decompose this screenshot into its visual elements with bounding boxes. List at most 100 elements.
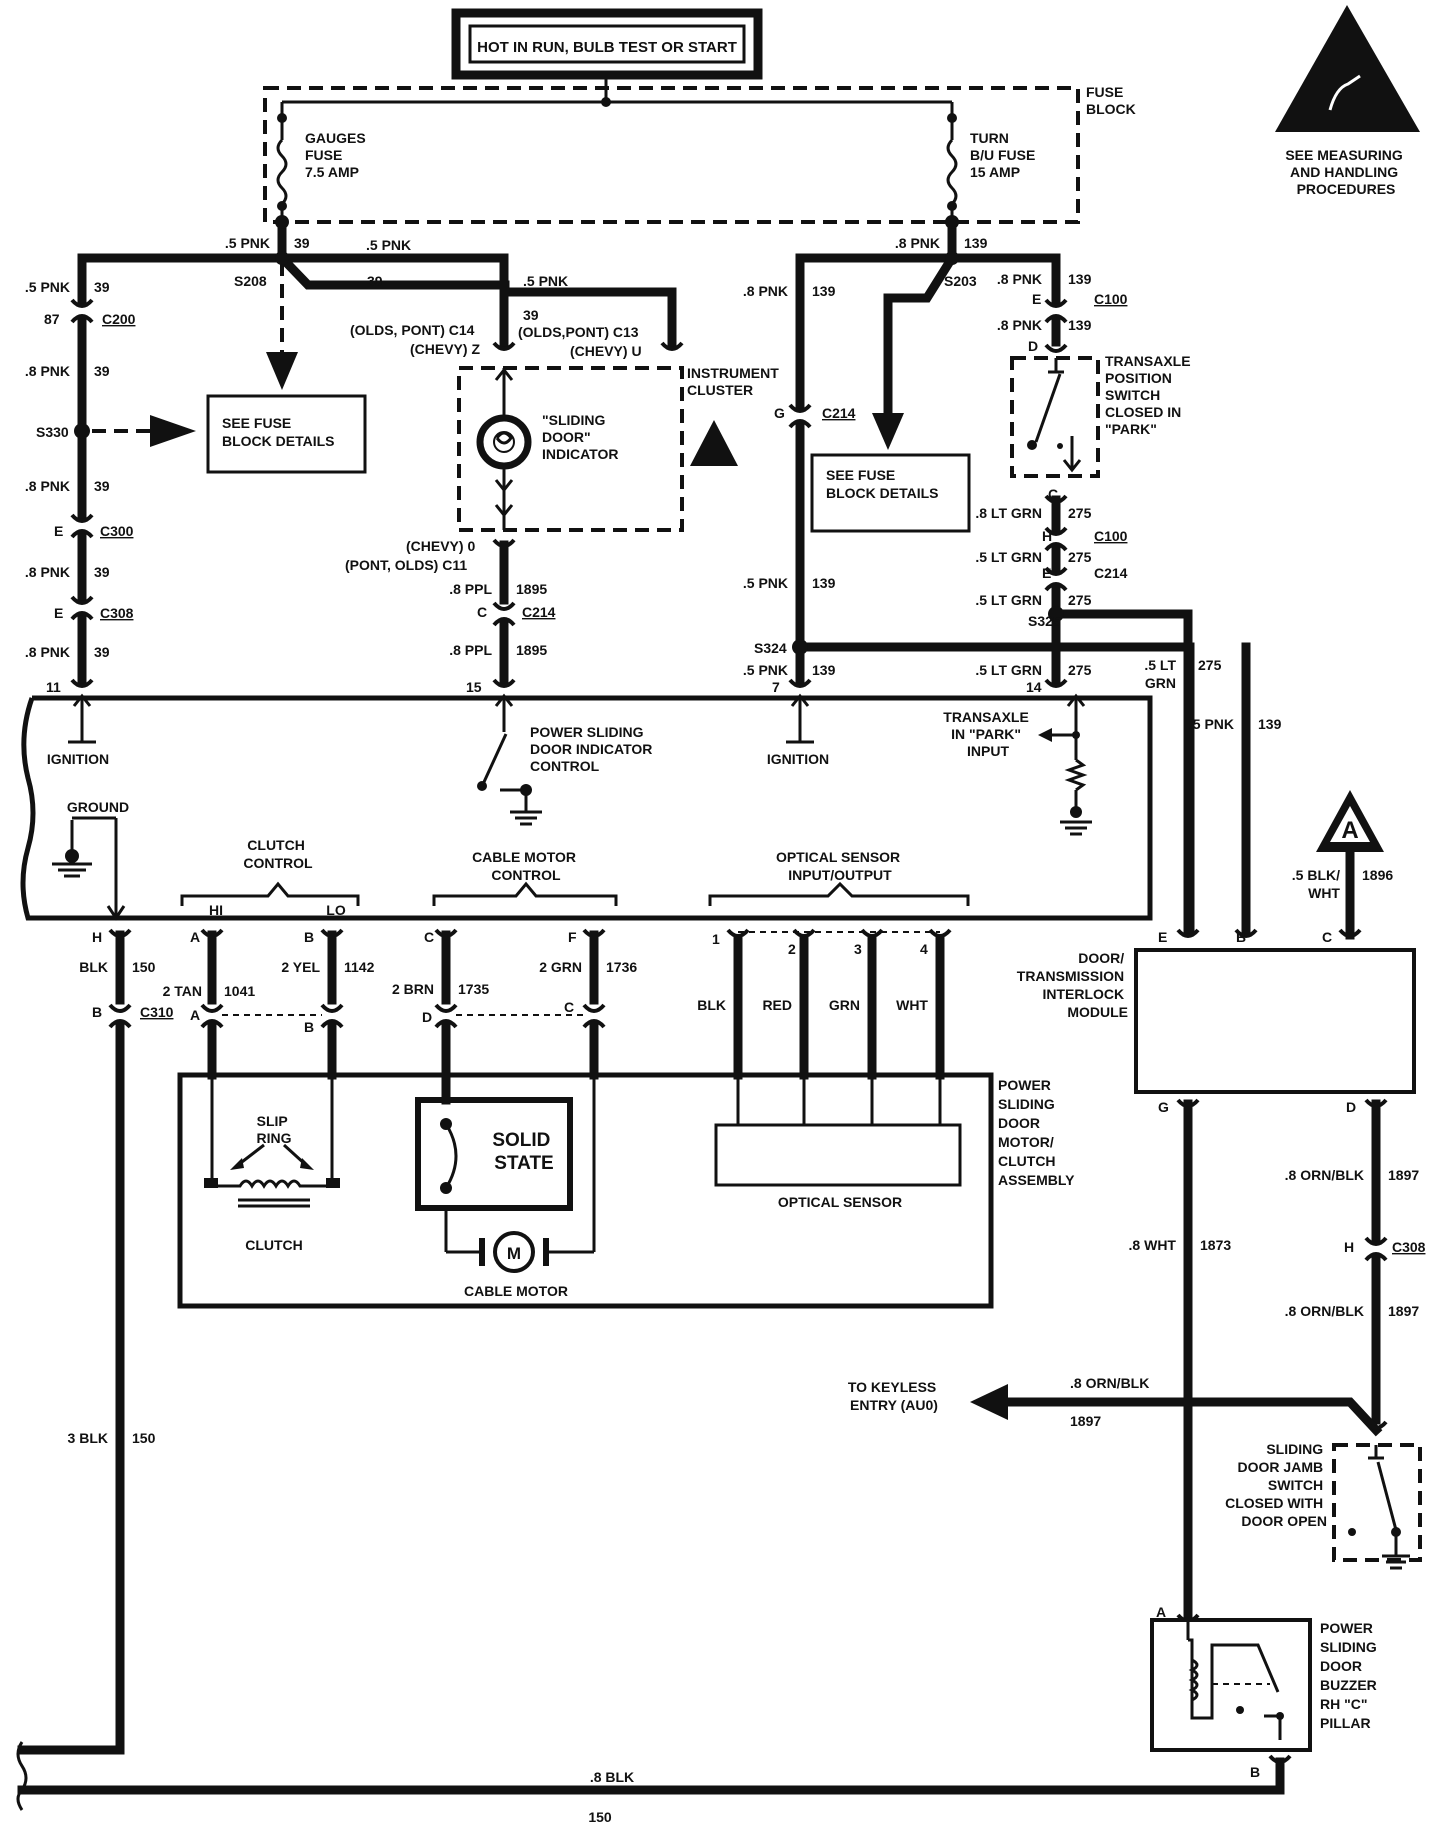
ignition-left-label: IGNITION xyxy=(47,751,109,767)
optical-pin-4: 4 xyxy=(920,941,928,957)
wire-number: 1735 xyxy=(458,981,489,997)
clutch-control-label: CLUTCH CONTROL xyxy=(243,837,313,871)
wire-number: 150 xyxy=(588,1809,612,1825)
wire-label: .8 ORN/BLK xyxy=(1285,1303,1364,1319)
solid-state-label: SOLID STATE xyxy=(492,1130,555,1174)
connector-c300-pin: E xyxy=(54,523,63,539)
module-pin-c: C xyxy=(1322,929,1332,945)
wire-label: .5 LT xyxy=(1144,657,1176,673)
door-buzzer: POWER SLIDING DOOR BUZZER RH "C" PILLAR xyxy=(17,1613,1381,1795)
wire-label: .5 PNK xyxy=(25,279,70,295)
wire-label: 2 BRN xyxy=(392,981,434,997)
optical-sensor-label: OPTICAL SENSOR xyxy=(778,1194,902,1210)
connector-c11: (PONT, OLDS) C11 xyxy=(345,557,467,573)
wire-label: .5 PNK xyxy=(366,237,411,253)
wire-label: .5 BLK/ xyxy=(1292,867,1340,883)
optical-pin-2: 2 xyxy=(788,941,796,957)
wire-number: 150 xyxy=(132,959,156,975)
psd-indicator-control-label: POWER SLIDING DOOR INDICATOR CONTROL xyxy=(530,724,656,774)
buzzer-label: POWER SLIDING DOOR BUZZER RH "C" PILLAR xyxy=(1320,1620,1381,1731)
wire-number: 275 xyxy=(1068,592,1092,608)
pin-c: C xyxy=(424,929,434,945)
splice-s203: S203 xyxy=(944,273,977,289)
wire-label: .5 LT GRN xyxy=(975,549,1042,565)
wire-number: 275 xyxy=(1198,657,1222,673)
pin-11 xyxy=(70,678,94,688)
connector-c100-a: C100 xyxy=(1094,291,1128,307)
connector-c308-right: C308 xyxy=(1392,1239,1426,1255)
interlock-module: DOOR/ TRANSMISSION INTERLOCK MODULE A TO… xyxy=(848,790,1416,1620)
pin-11: 11 xyxy=(46,679,61,695)
fuse-block-label: FUSE BLOCK xyxy=(1086,84,1136,117)
wire-label: .8 ORN/BLK xyxy=(1070,1375,1149,1391)
connector-c200: C200 xyxy=(102,311,136,327)
connector-c214-mid: C214 xyxy=(522,604,556,620)
wire-number: 1041 xyxy=(224,983,255,999)
wire-number: 139 xyxy=(964,235,988,251)
circuit-139 xyxy=(788,215,1195,935)
wire-label: .5 PNK xyxy=(225,235,270,251)
wire-number: 39 xyxy=(294,235,310,251)
control-module: IGNITION IGNITION POWER SLIDING DOOR IND… xyxy=(20,693,1153,921)
wire-label: .8 PNK xyxy=(25,644,70,660)
cable-motor-label: CABLE MOTOR xyxy=(464,1283,568,1299)
wire-label: .8 PNK xyxy=(997,317,1042,333)
turn-fuse-label: TURN B/U FUSE 15 AMP xyxy=(970,130,1039,180)
wire-label: .5 PNK xyxy=(743,662,788,678)
wire-number: 139 xyxy=(812,283,836,299)
wire-label: .8 PNK xyxy=(25,478,70,494)
connector-c13: (OLDS,PONT) C13 xyxy=(518,324,639,340)
ignition-mid-label: IGNITION xyxy=(767,751,829,767)
connector-c100-b-pin: H xyxy=(1042,528,1052,544)
wire-number: 1897 xyxy=(1388,1303,1419,1319)
motor-clutch-assembly: SLIP RING CLUTCH SOLID STATE M CABLE MOT… xyxy=(177,1072,1075,1309)
wire-number: 1895 xyxy=(516,581,547,597)
slip-ring-label: SLIP RING xyxy=(257,1113,292,1146)
wire-label: .8 LT GRN xyxy=(975,505,1042,521)
wire-number: 275 xyxy=(1068,549,1092,565)
pin-15: 15 xyxy=(466,679,482,695)
splice-s208: S208 xyxy=(234,273,267,289)
wire-number: 139 xyxy=(812,575,836,591)
connector-c200 xyxy=(70,298,94,324)
wire-label: .8 PNK xyxy=(25,363,70,379)
optical-wire-grn: GRN xyxy=(829,997,860,1013)
switch-pin-c: C xyxy=(1048,486,1058,502)
cable-motor-pin-d: D xyxy=(422,1009,432,1025)
connector-c214-right-pin: G xyxy=(774,405,785,421)
ground-label: GROUND xyxy=(67,799,129,815)
connector-c308-left-pin: E xyxy=(54,605,63,621)
wire-number: 139 xyxy=(1258,716,1282,732)
wire-label: .8 PNK xyxy=(25,564,70,580)
connector-c214-top: C214 xyxy=(1094,565,1128,581)
wire-label: .8 PNK xyxy=(743,283,788,299)
see-fuse-block-left-text: SEE FUSE BLOCK DETAILS xyxy=(222,415,335,449)
cable-motor-pin-c: C xyxy=(564,999,574,1015)
circuit-39 xyxy=(74,215,677,685)
module-feed-wires xyxy=(1183,609,1251,937)
wire-number: 275 xyxy=(1068,662,1092,678)
esd-warning: SEE MEASURING AND HANDLING PROCEDURES xyxy=(1275,5,1420,197)
pin-b: B xyxy=(304,929,314,945)
esd-warning-icon xyxy=(1275,5,1420,132)
connector-c13-chevy: (CHEVY) U xyxy=(570,343,642,359)
connector-c214-mid-pin: C xyxy=(477,604,487,620)
door-jamb-switch-label: SLIDING DOOR JAMB SWITCH CLOSED WITH DOO… xyxy=(1225,1441,1327,1529)
module-pin-d: D xyxy=(1346,1099,1356,1115)
esd-small-icon xyxy=(690,420,738,466)
wire-label: WHT xyxy=(1308,885,1340,901)
wire-number: 39 xyxy=(94,478,110,494)
keyless-entry-label: TO KEYLESS ENTRY (AU0) xyxy=(848,1379,940,1413)
connector-c310-a: A xyxy=(190,1007,200,1023)
instrument-cluster: "SLIDING DOOR" INDICATOR INSTRUMENT CLUS… xyxy=(457,341,779,532)
wire-number: 1873 xyxy=(1200,1237,1231,1253)
wire-number: 1895 xyxy=(516,642,547,658)
splice-s330: S330 xyxy=(36,424,69,440)
wire-label: .8 PNK xyxy=(997,271,1042,287)
connector-c214-right: C214 xyxy=(822,405,856,421)
pin-a: A xyxy=(190,929,200,945)
optical-wire-wht: WHT xyxy=(896,997,928,1013)
switch-pin-d: D xyxy=(1028,338,1038,354)
buzzer-pin-b: B xyxy=(1250,1764,1260,1780)
